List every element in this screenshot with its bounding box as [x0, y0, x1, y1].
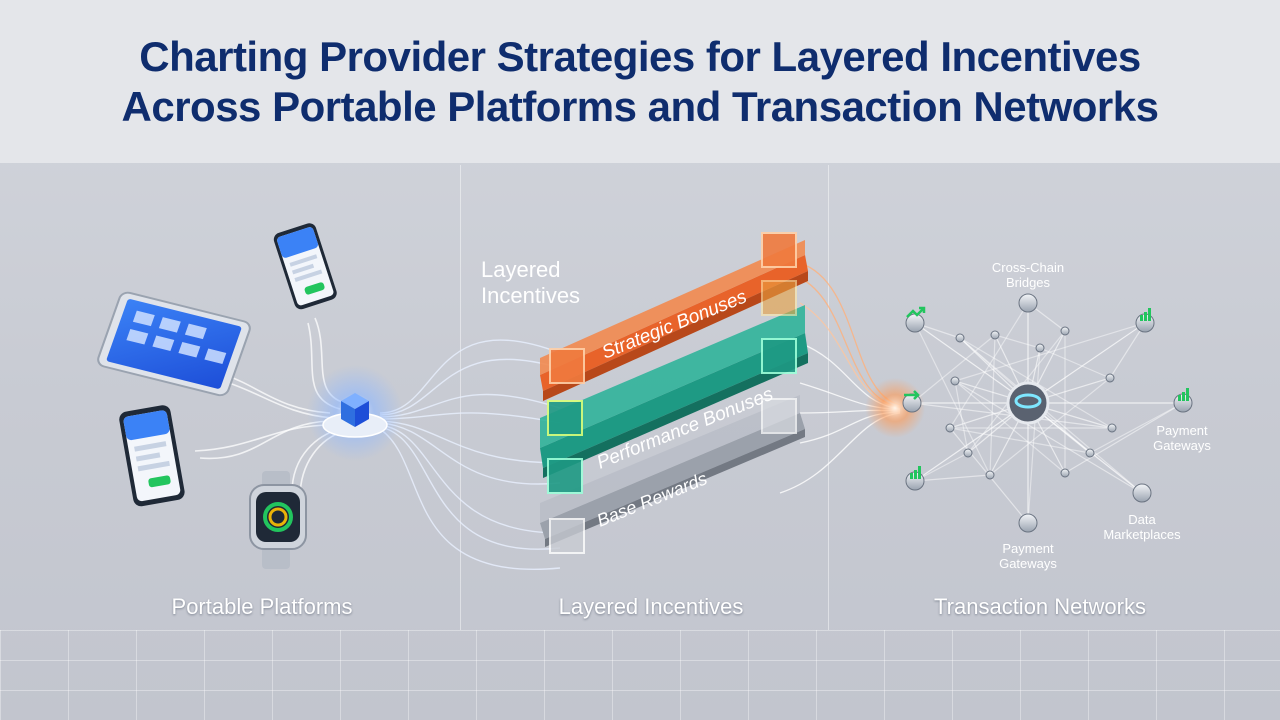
network-endpoint-node: [1132, 483, 1152, 503]
bar-chart-icon: [1140, 308, 1151, 321]
network-node: [985, 470, 995, 480]
network-edge: [954, 322, 1146, 382]
phone-icon: [119, 405, 185, 507]
base-rewards-layer: [540, 395, 805, 547]
label-cross-chain-line2: Bridges: [1006, 275, 1051, 290]
network-node: [990, 330, 1000, 340]
network-edge: [989, 334, 996, 476]
arrow-right-icon: [904, 390, 920, 400]
network-hub-node: [1006, 381, 1050, 425]
title-line-2: Across Portable Platforms and Transactio…: [121, 82, 1159, 130]
network-entry-glow: [865, 378, 925, 438]
network-edge: [914, 474, 991, 482]
tablet-icon: [97, 291, 251, 397]
network-edge: [954, 380, 1066, 474]
network-edge: [914, 322, 1029, 404]
label-gateways-right-line1: Payment: [1156, 423, 1208, 438]
layers-to-network-lines: [779, 262, 901, 494]
network-edge: [914, 452, 969, 482]
network-node: [1085, 448, 1095, 458]
network-edge: [911, 334, 996, 404]
trend-up-icon: [906, 306, 926, 318]
incentives-heading-line2: Incentives: [481, 283, 580, 308]
network-endpoint-node: [1018, 293, 1038, 313]
network-edge: [1027, 347, 1041, 524]
network-node: [963, 448, 973, 458]
label-gateways-right-line2: Gateways: [1153, 438, 1211, 453]
title-line-1: Charting Provider Strategies for Layered…: [139, 32, 1141, 80]
bar-chart-icon: [910, 466, 921, 479]
network-node: [1060, 468, 1070, 478]
label-marketplaces-line2: Marketplaces: [1103, 527, 1181, 542]
network-edge: [949, 302, 1029, 429]
section-label-portable: Portable Platforms: [171, 594, 353, 619]
network-edge: [989, 377, 1111, 476]
network-node: [1035, 343, 1045, 353]
network-edge: [959, 337, 1143, 494]
label-marketplaces-line1: Data: [1128, 512, 1156, 527]
label-gateways-bottom-line2: Gateways: [999, 556, 1057, 571]
hub-to-layers-lines: [379, 339, 561, 570]
network-node: [1105, 373, 1115, 383]
label-gateways-bottom-line1: Payment: [1002, 541, 1054, 556]
section-label-incentives: Layered Incentives: [558, 594, 744, 619]
diagram-art: Strategic Bonuses Performance Bonuses Ba…: [97, 223, 1211, 571]
layer-cubes: [547, 232, 797, 554]
network-node: [945, 423, 955, 433]
network-edge: [1064, 402, 1184, 474]
incentives-heading-line1: Layered: [481, 257, 561, 282]
network-edge: [1027, 322, 1146, 404]
network-edge: [1039, 347, 1111, 379]
grid-floor: [0, 630, 1280, 720]
strategic-bonuses-layer: [540, 240, 808, 401]
label-cross-chain-line1: Cross-Chain: [992, 260, 1064, 275]
network-edge: [914, 402, 1029, 482]
phone-icon: [273, 223, 337, 310]
network-node: [1107, 423, 1117, 433]
network-edge: [949, 427, 1091, 454]
network-endpoint-node: [902, 393, 922, 413]
section-label-networks: Transaction Networks: [934, 594, 1146, 619]
smartwatch-icon: [249, 471, 307, 569]
network-edge: [1089, 402, 1184, 454]
network-node: [955, 333, 965, 343]
network-edge: [954, 380, 969, 454]
incentive-layers: Strategic Bonuses Performance Bonuses Ba…: [540, 232, 808, 554]
performance-bonuses-layer: [540, 305, 808, 478]
network-node: [1060, 326, 1070, 336]
header: Charting Provider Strategies for Layered…: [0, 0, 1280, 163]
network-edge: [914, 322, 991, 476]
network-endpoint-node: [1018, 513, 1038, 533]
network-edge: [994, 334, 1041, 349]
section-divider-right: [828, 165, 829, 630]
hub-cube-icon: [307, 365, 403, 461]
network-edge: [959, 337, 1113, 429]
bar-chart-icon: [1178, 388, 1189, 401]
network-hub-glow-ring: [1014, 393, 1042, 409]
network-node: [950, 376, 960, 386]
network-edge: [954, 380, 1143, 494]
transaction-network-graph: [902, 293, 1193, 533]
network-edge: [1109, 322, 1146, 379]
